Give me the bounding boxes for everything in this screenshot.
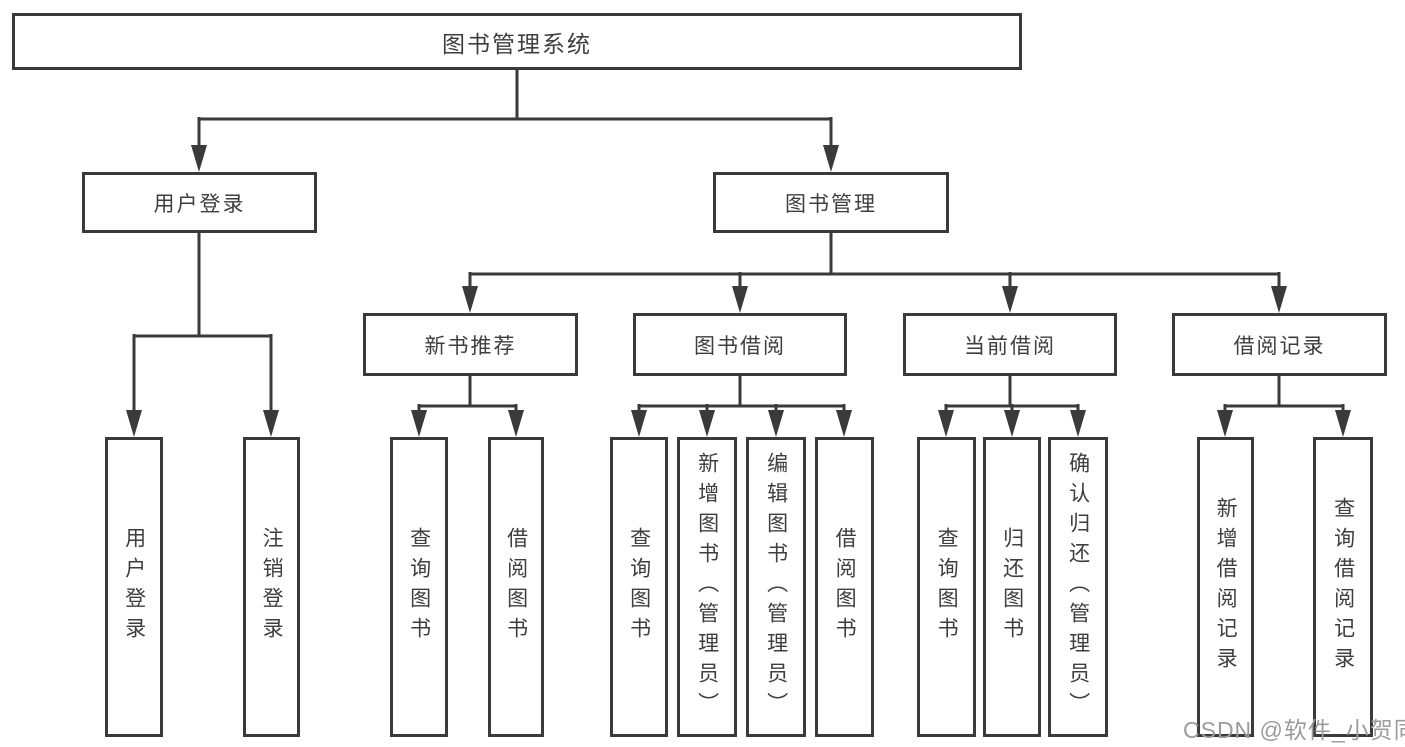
node-book-borrowing-label: 图书借阅	[694, 334, 786, 358]
leaf-confirm-return-admin-label: 确认归还（管理员）	[1066, 452, 1090, 722]
node-new-book-recommendation-label: 新书推荐	[424, 334, 517, 358]
node-user-login: 用户登录	[82, 172, 317, 233]
leaf-borrow-books-borrowing-label: 借阅图书	[833, 527, 857, 647]
leaf-confirm-return-admin: 确认归还（管理员）	[1048, 437, 1108, 737]
leaf-query-books-recommend: 查询图书	[390, 437, 448, 737]
leaf-query-books-current: 查询图书	[917, 437, 976, 737]
leaf-query-books-borrowing: 查询图书	[610, 437, 668, 737]
node-system-root: 图书管理系统	[12, 13, 1022, 70]
leaf-borrow-books-recommend-label: 借阅图书	[504, 527, 528, 647]
leaf-borrow-books-borrowing: 借阅图书	[815, 437, 874, 737]
leaf-query-books-borrowing-label: 查询图书	[627, 527, 651, 647]
node-book-borrowing: 图书借阅	[633, 313, 847, 376]
leaf-logout-login: 注销登录	[243, 437, 300, 737]
leaf-query-books-current-label: 查询图书	[935, 527, 959, 647]
node-book-management: 图书管理	[713, 172, 949, 233]
leaf-query-borrow-record-label: 查询借阅记录	[1331, 497, 1355, 677]
leaf-return-books: 归还图书	[983, 437, 1041, 737]
node-borrowing-records: 借阅记录	[1172, 313, 1387, 376]
node-current-borrowing: 当前借阅	[903, 313, 1117, 376]
leaf-return-books-label: 归还图书	[1000, 527, 1024, 647]
csdn-watermark: CSDN @软件_小贺同学	[1183, 717, 1405, 743]
leaf-query-borrow-record: 查询借阅记录	[1313, 437, 1373, 737]
leaf-add-borrow-record: 新增借阅记录	[1197, 437, 1254, 737]
node-system-root-label: 图书管理系统	[442, 30, 592, 57]
leaf-add-books-admin: 新增图书（管理员）	[677, 437, 737, 737]
leaf-add-books-admin-label: 新增图书（管理员）	[695, 452, 719, 722]
leaf-borrow-books-recommend: 借阅图书	[488, 437, 544, 737]
leaf-user-login: 用户登录	[105, 437, 163, 737]
node-book-management-label: 图书管理	[785, 192, 877, 216]
leaf-query-books-recommend-label: 查询图书	[407, 527, 431, 647]
leaf-add-borrow-record-label: 新增借阅记录	[1214, 497, 1238, 677]
leaf-user-login-label: 用户登录	[122, 527, 146, 647]
leaf-edit-books-admin-label: 编辑图书（管理员）	[764, 452, 788, 722]
node-current-borrowing-label: 当前借阅	[964, 334, 1056, 358]
node-new-book-recommendation: 新书推荐	[363, 313, 578, 376]
leaf-edit-books-admin: 编辑图书（管理员）	[746, 437, 806, 737]
node-user-login-label: 用户登录	[153, 192, 246, 216]
node-borrowing-records-label: 借阅记录	[1233, 334, 1326, 358]
leaf-logout-login-label: 注销登录	[260, 527, 284, 647]
